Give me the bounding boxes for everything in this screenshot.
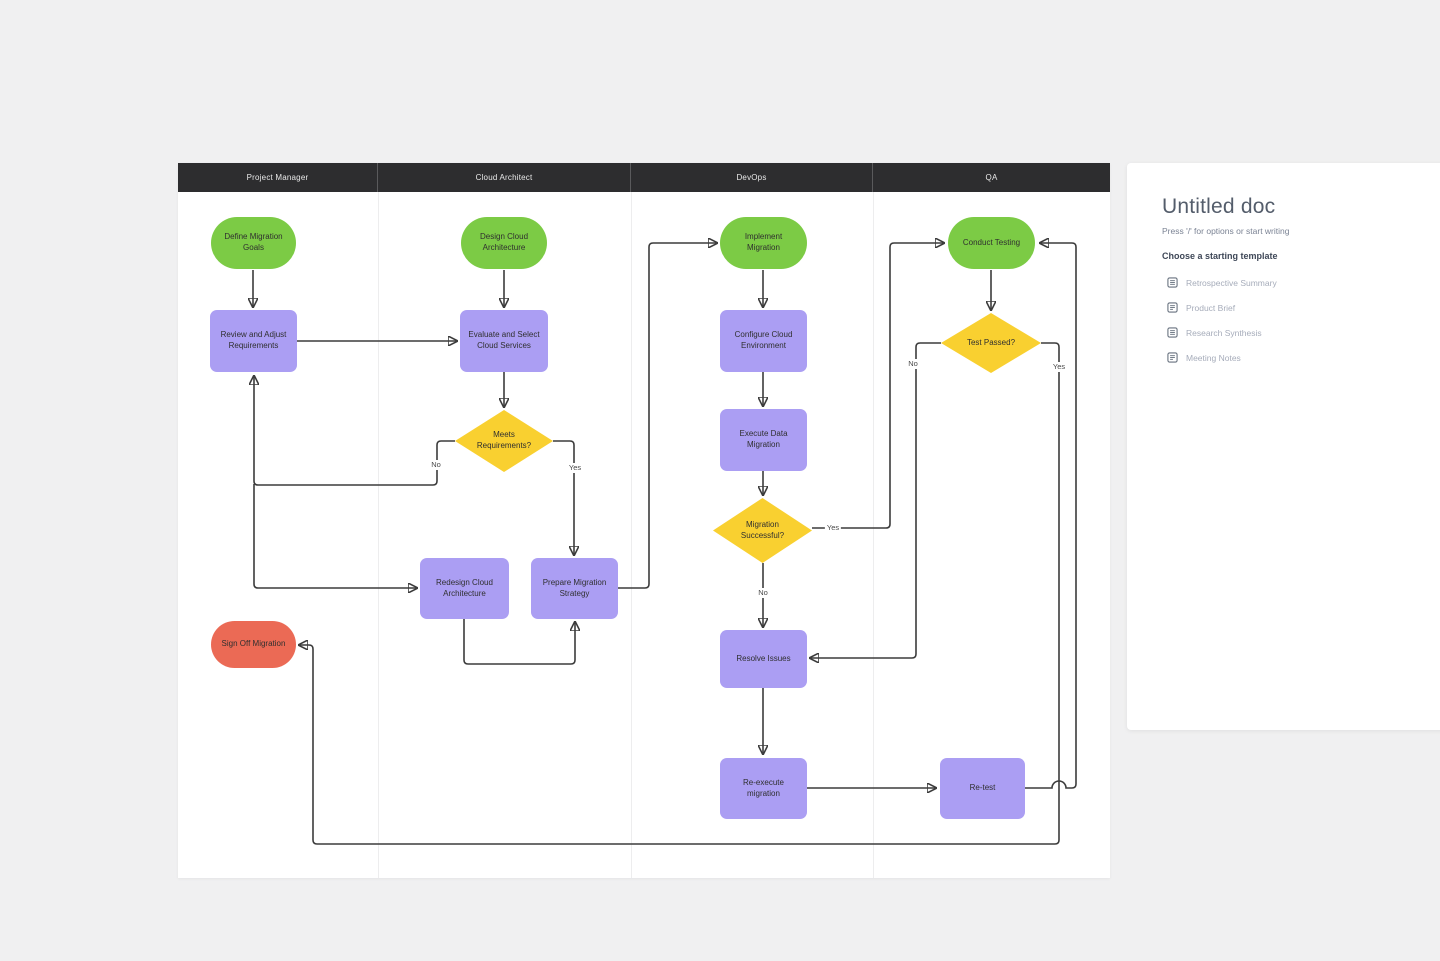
- node-retest[interactable]: Re-test: [940, 758, 1025, 819]
- edge-label-no: No: [906, 359, 920, 369]
- edge-label-yes: Yes: [824, 523, 842, 533]
- document-icon: [1167, 327, 1178, 338]
- template-item-meeting-notes[interactable]: Meeting Notes: [1167, 345, 1440, 370]
- node-conduct-testing[interactable]: Conduct Testing: [948, 217, 1035, 269]
- edge-label-yes: Yes: [1050, 362, 1068, 372]
- node-sign-off-migration[interactable]: Sign Off Migration: [211, 621, 296, 668]
- lane-label: DevOps: [736, 173, 767, 182]
- node-implement-migration[interactable]: Implement Migration: [720, 217, 807, 269]
- lane-header-project-manager[interactable]: Project Manager: [178, 163, 378, 192]
- template-item-label: Research Synthesis: [1186, 327, 1262, 338]
- template-list: Retrospective Summary Product Brief: [1167, 270, 1440, 370]
- document-icon: [1167, 277, 1178, 288]
- doc-title[interactable]: Untitled doc: [1162, 195, 1276, 218]
- template-item-label: Retrospective Summary: [1186, 277, 1277, 288]
- template-item-retrospective-summary[interactable]: Retrospective Summary: [1167, 270, 1440, 295]
- document-icon: [1167, 302, 1178, 313]
- swimlane-header: Project Manager Cloud Architect DevOps Q…: [178, 163, 1110, 192]
- edge-label-no: No: [429, 460, 443, 470]
- node-define-migration-goals[interactable]: Define Migration Goals: [211, 217, 296, 269]
- node-configure-cloud-environment[interactable]: Configure Cloud Environment: [720, 310, 807, 372]
- node-design-cloud-architecture[interactable]: Design Cloud Architecture: [461, 217, 547, 269]
- lane-label: QA: [985, 173, 998, 182]
- doc-hint-text: Press '/' for options or start writing: [1162, 226, 1290, 236]
- template-item-product-brief[interactable]: Product Brief: [1167, 295, 1440, 320]
- document-icon: [1167, 352, 1178, 363]
- lane-divider: [873, 192, 874, 878]
- node-evaluate-and-select-cloud-services[interactable]: Evaluate and Select Cloud Services: [460, 310, 548, 372]
- edge-label-yes: Yes: [566, 463, 584, 473]
- lane-divider: [378, 192, 379, 878]
- template-picker-heading: Choose a starting template: [1162, 251, 1278, 261]
- lane-label: Cloud Architect: [475, 173, 533, 182]
- node-redesign-cloud-architecture[interactable]: Redesign Cloud Architecture: [420, 558, 509, 619]
- template-item-label: Product Brief: [1186, 302, 1236, 313]
- node-review-and-adjust-requirements[interactable]: Review and Adjust Requirements: [210, 310, 297, 372]
- template-item-research-synthesis[interactable]: Research Synthesis: [1167, 320, 1440, 345]
- lane-label: Project Manager: [246, 173, 309, 182]
- edge-label-no: No: [756, 588, 770, 598]
- doc-panel: Untitled doc Press '/' for options or st…: [1127, 163, 1440, 730]
- lane-header-qa[interactable]: QA: [873, 163, 1110, 192]
- template-item-label: Meeting Notes: [1186, 352, 1241, 363]
- lane-header-devops[interactable]: DevOps: [631, 163, 873, 192]
- lane-header-cloud-architect[interactable]: Cloud Architect: [378, 163, 631, 192]
- node-execute-data-migration[interactable]: Execute Data Migration: [720, 409, 807, 471]
- lane-divider: [631, 192, 632, 878]
- node-reexecute-migration[interactable]: Re-execute migration: [720, 758, 807, 819]
- node-prepare-migration-strategy[interactable]: Prepare Migration Strategy: [531, 558, 618, 619]
- node-resolve-issues[interactable]: Resolve Issues: [720, 630, 807, 688]
